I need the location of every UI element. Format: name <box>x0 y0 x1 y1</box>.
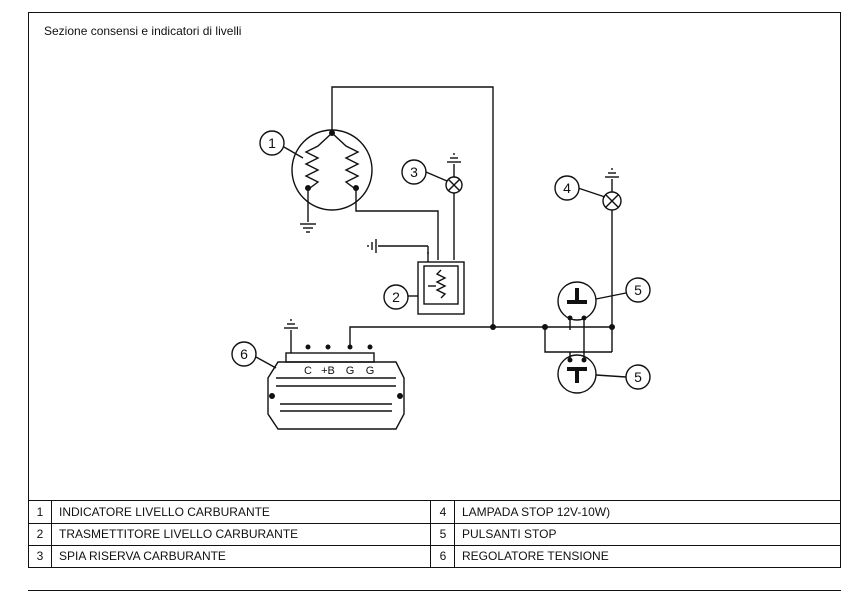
legend-number: 5 <box>432 523 455 545</box>
callout-2-label: 2 <box>392 289 400 305</box>
callout-1 <box>259 130 285 156</box>
callout-6-label: 6 <box>240 346 248 362</box>
diagram-frame <box>28 12 841 568</box>
callout-4-label: 4 <box>563 180 571 196</box>
legend-number: 1 <box>29 501 52 523</box>
wire-indicator-transmitter <box>355 188 439 260</box>
legend-number: 2 <box>29 523 52 545</box>
callout-5b <box>625 364 651 390</box>
legend-number: 6 <box>432 545 455 567</box>
legend-text: LAMPADA STOP 12V-10W) <box>462 505 611 519</box>
legend-text: INDICATORE LIVELLO CARBURANTE <box>59 505 270 519</box>
terminal-label: C <box>304 365 312 377</box>
voltage-regulator <box>267 361 405 430</box>
callout-3 <box>401 159 427 185</box>
legend-text: REGOLATORE TENSIONE <box>462 549 609 563</box>
fuel-level-transmitter <box>417 261 465 315</box>
stop-switch-symbols <box>567 288 587 383</box>
terminal-label: G <box>346 365 355 377</box>
indicator-coil-right <box>331 132 360 189</box>
fuel-gauge-indicator <box>291 129 373 211</box>
wire-main-bus <box>349 326 545 347</box>
terminal-label: G <box>366 365 375 377</box>
legend-text: SPIA RISERVA CARBURANTE <box>59 549 226 563</box>
legend-text: TRASMETTITORE LIVELLO CARBURANTE <box>59 527 299 541</box>
wire-stop-switches <box>544 327 612 353</box>
section-title: Sezione consensi e indicatori di livelli <box>44 24 242 38</box>
wire-junctions <box>269 130 615 399</box>
legend-number: 4 <box>432 501 455 523</box>
indicator-coil-left <box>304 132 333 189</box>
callout-1-label: 1 <box>268 135 276 151</box>
callout-4 <box>554 175 580 201</box>
ground-icon <box>284 153 619 329</box>
callout-2 <box>383 284 409 310</box>
transmitter-resistor <box>435 269 447 299</box>
wiring-diagram: 1 3 2 4 5 5 6 C +B G G <box>231 86 651 430</box>
legend-number: 3 <box>29 545 52 567</box>
bottom-rule <box>28 590 841 591</box>
wire-indicator-top <box>331 86 494 327</box>
callout-6 <box>231 341 257 367</box>
callout-5a <box>625 277 651 303</box>
callout-3-label: 3 <box>410 164 418 180</box>
front-stop-switch <box>557 281 597 321</box>
rear-stop-switch <box>557 354 597 394</box>
callout-5a-label: 5 <box>634 282 642 298</box>
legend-text: PULSANTI STOP <box>462 527 557 541</box>
callout-5b-label: 5 <box>634 369 642 385</box>
legend-table: 1 INDICATORE LIVELLO CARBURANTE 2 TRASME… <box>29 500 840 568</box>
terminal-label: +B <box>321 365 335 377</box>
